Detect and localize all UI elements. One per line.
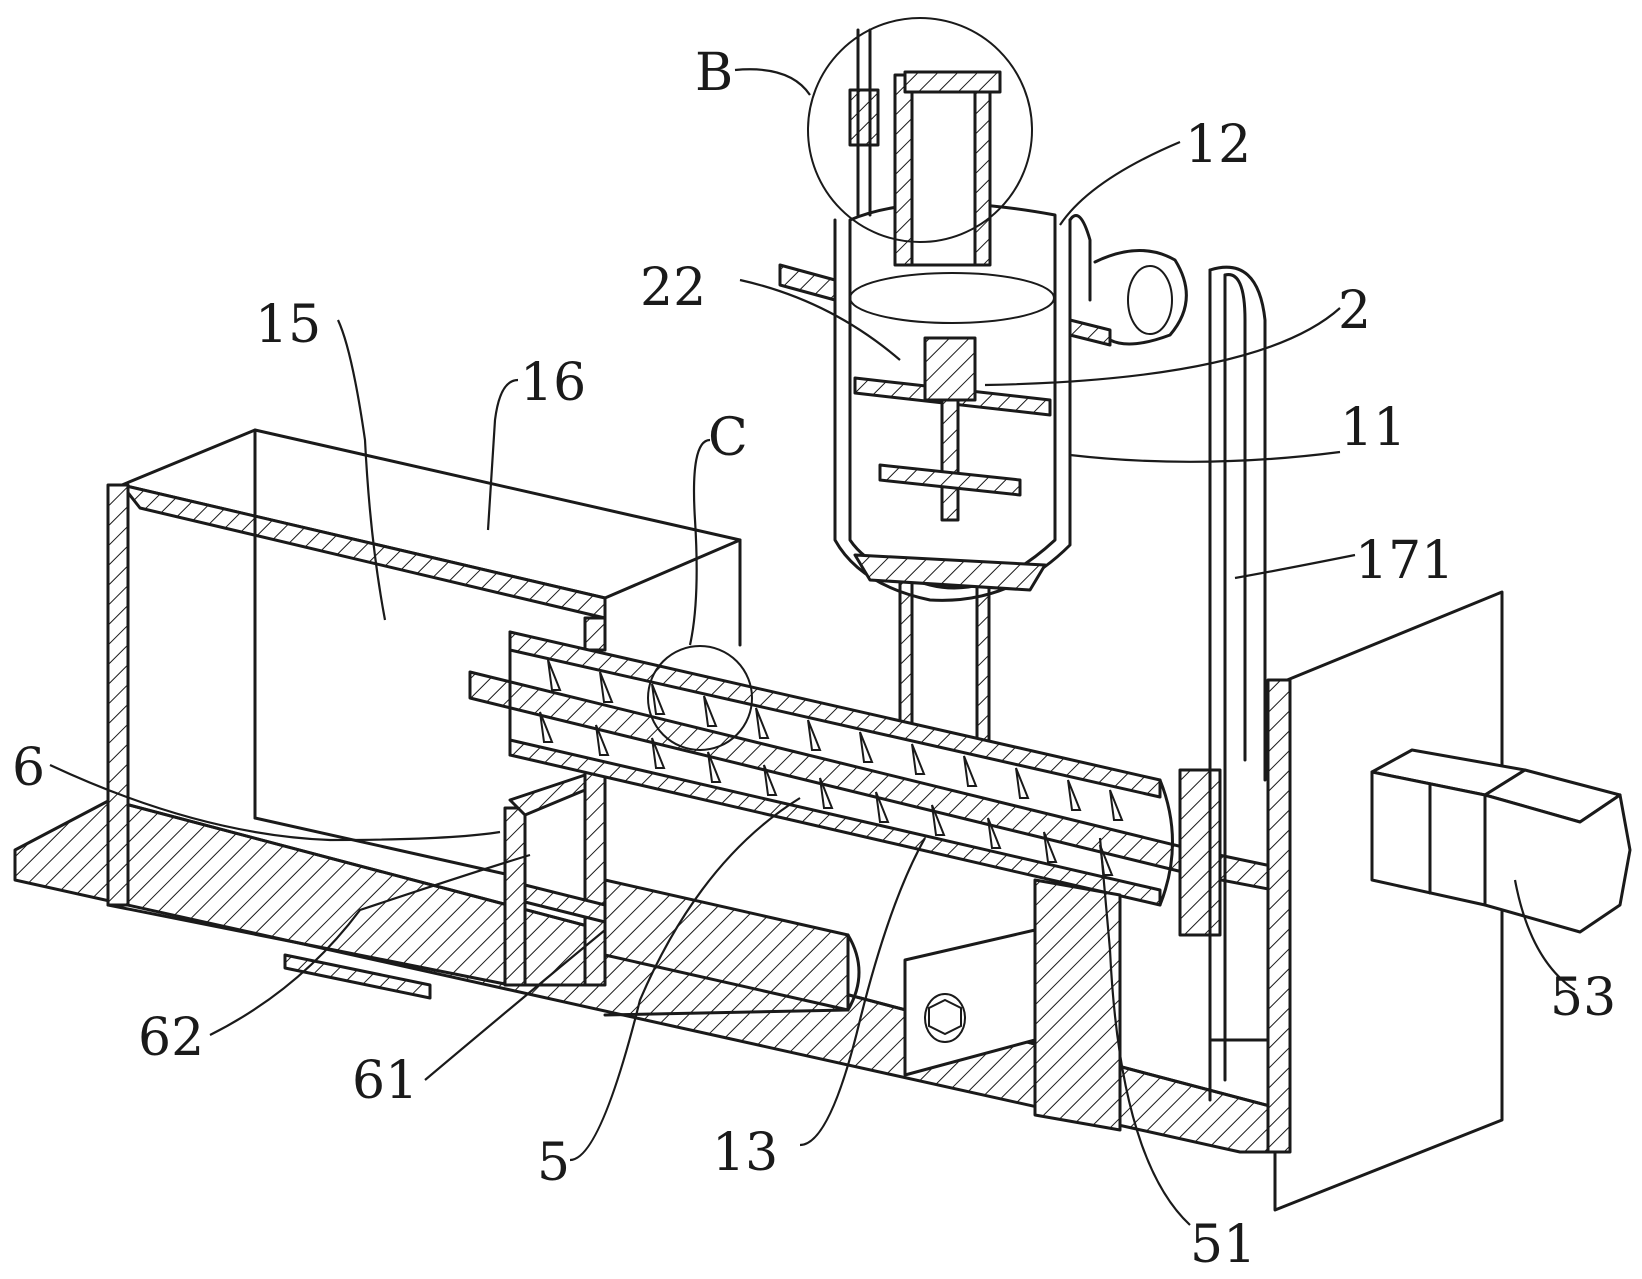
feed-column-171 [1208, 265, 1267, 1102]
label-c: C [708, 408, 748, 468]
label-11: 11 [1340, 398, 1406, 458]
label-5: 5 [537, 1133, 570, 1193]
label-2: 2 [1338, 281, 1371, 341]
label-b: B [695, 43, 733, 103]
leader-lines [49, 68, 1576, 1226]
detail-circle-b [807, 17, 1033, 243]
label-16: 16 [520, 353, 586, 413]
label-22: 22 [640, 258, 706, 318]
label-53: 53 [1550, 968, 1616, 1028]
right-frame [1208, 590, 1504, 1212]
label-61: 61 [352, 1051, 418, 1111]
label-15: 15 [255, 295, 321, 355]
label-13: 13 [712, 1123, 778, 1183]
drop-pipe [898, 563, 991, 747]
reference-labels: B 12 22 2 15 16 C 11 171 6 53 62 61 5 13… [12, 43, 1616, 1275]
label-51: 51 [1190, 1215, 1256, 1275]
label-62: 62 [138, 1008, 204, 1068]
label-6: 6 [12, 738, 45, 798]
motor-53 [1370, 748, 1632, 934]
label-171: 171 [1355, 531, 1454, 591]
label-12: 12 [1185, 115, 1251, 175]
screw-flights [539, 659, 1124, 876]
left-housing [106, 428, 742, 987]
